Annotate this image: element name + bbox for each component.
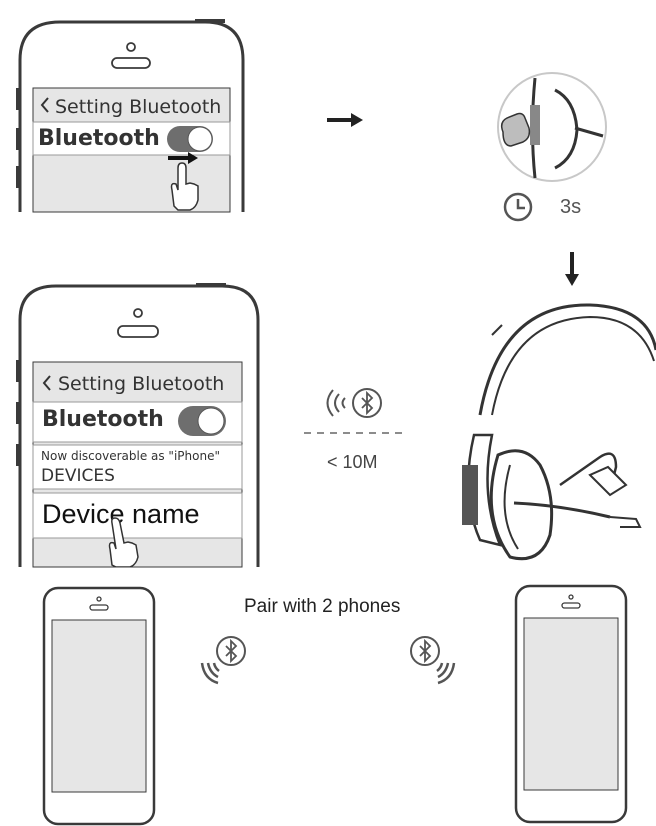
range-divider: [304, 432, 404, 434]
arrow-right-icon: [327, 113, 363, 127]
phone-step3: [16, 283, 260, 568]
nav-title: Setting Bluetooth: [55, 96, 222, 118]
signal-waves-icon: [326, 389, 346, 417]
back-chevron-icon[interactable]: [40, 373, 54, 398]
bluetooth-label: Bluetooth: [38, 126, 160, 151]
button-press-closeup: [497, 72, 607, 182]
discoverable-text: Now discoverable as "iPhone": [41, 449, 220, 463]
arrow-down-icon: [565, 252, 579, 286]
bluetooth-left-icon: [200, 636, 246, 685]
bluetooth-toggle[interactable]: [177, 404, 227, 438]
hand-pointer-icon: [168, 152, 199, 211]
bluetooth-icon: [352, 388, 382, 418]
hold-duration: 3s: [560, 196, 582, 218]
devices-header: DEVICES: [41, 466, 115, 486]
pair-caption: Pair with 2 phones: [244, 596, 401, 617]
bluetooth-right-icon: [410, 636, 456, 685]
clock-icon: [503, 192, 533, 222]
bluetooth-toggle[interactable]: [166, 124, 214, 154]
hand-pointer-icon: [108, 517, 139, 567]
headset-illustration: [462, 303, 656, 561]
phone-left: [42, 586, 156, 826]
back-chevron-icon[interactable]: [38, 95, 52, 120]
nav-title: Setting Bluetooth: [58, 373, 225, 395]
phone-step1: [16, 19, 245, 213]
range-label: < 10M: [327, 452, 378, 472]
bluetooth-label: Bluetooth: [42, 407, 164, 432]
phone-right: [514, 584, 628, 824]
